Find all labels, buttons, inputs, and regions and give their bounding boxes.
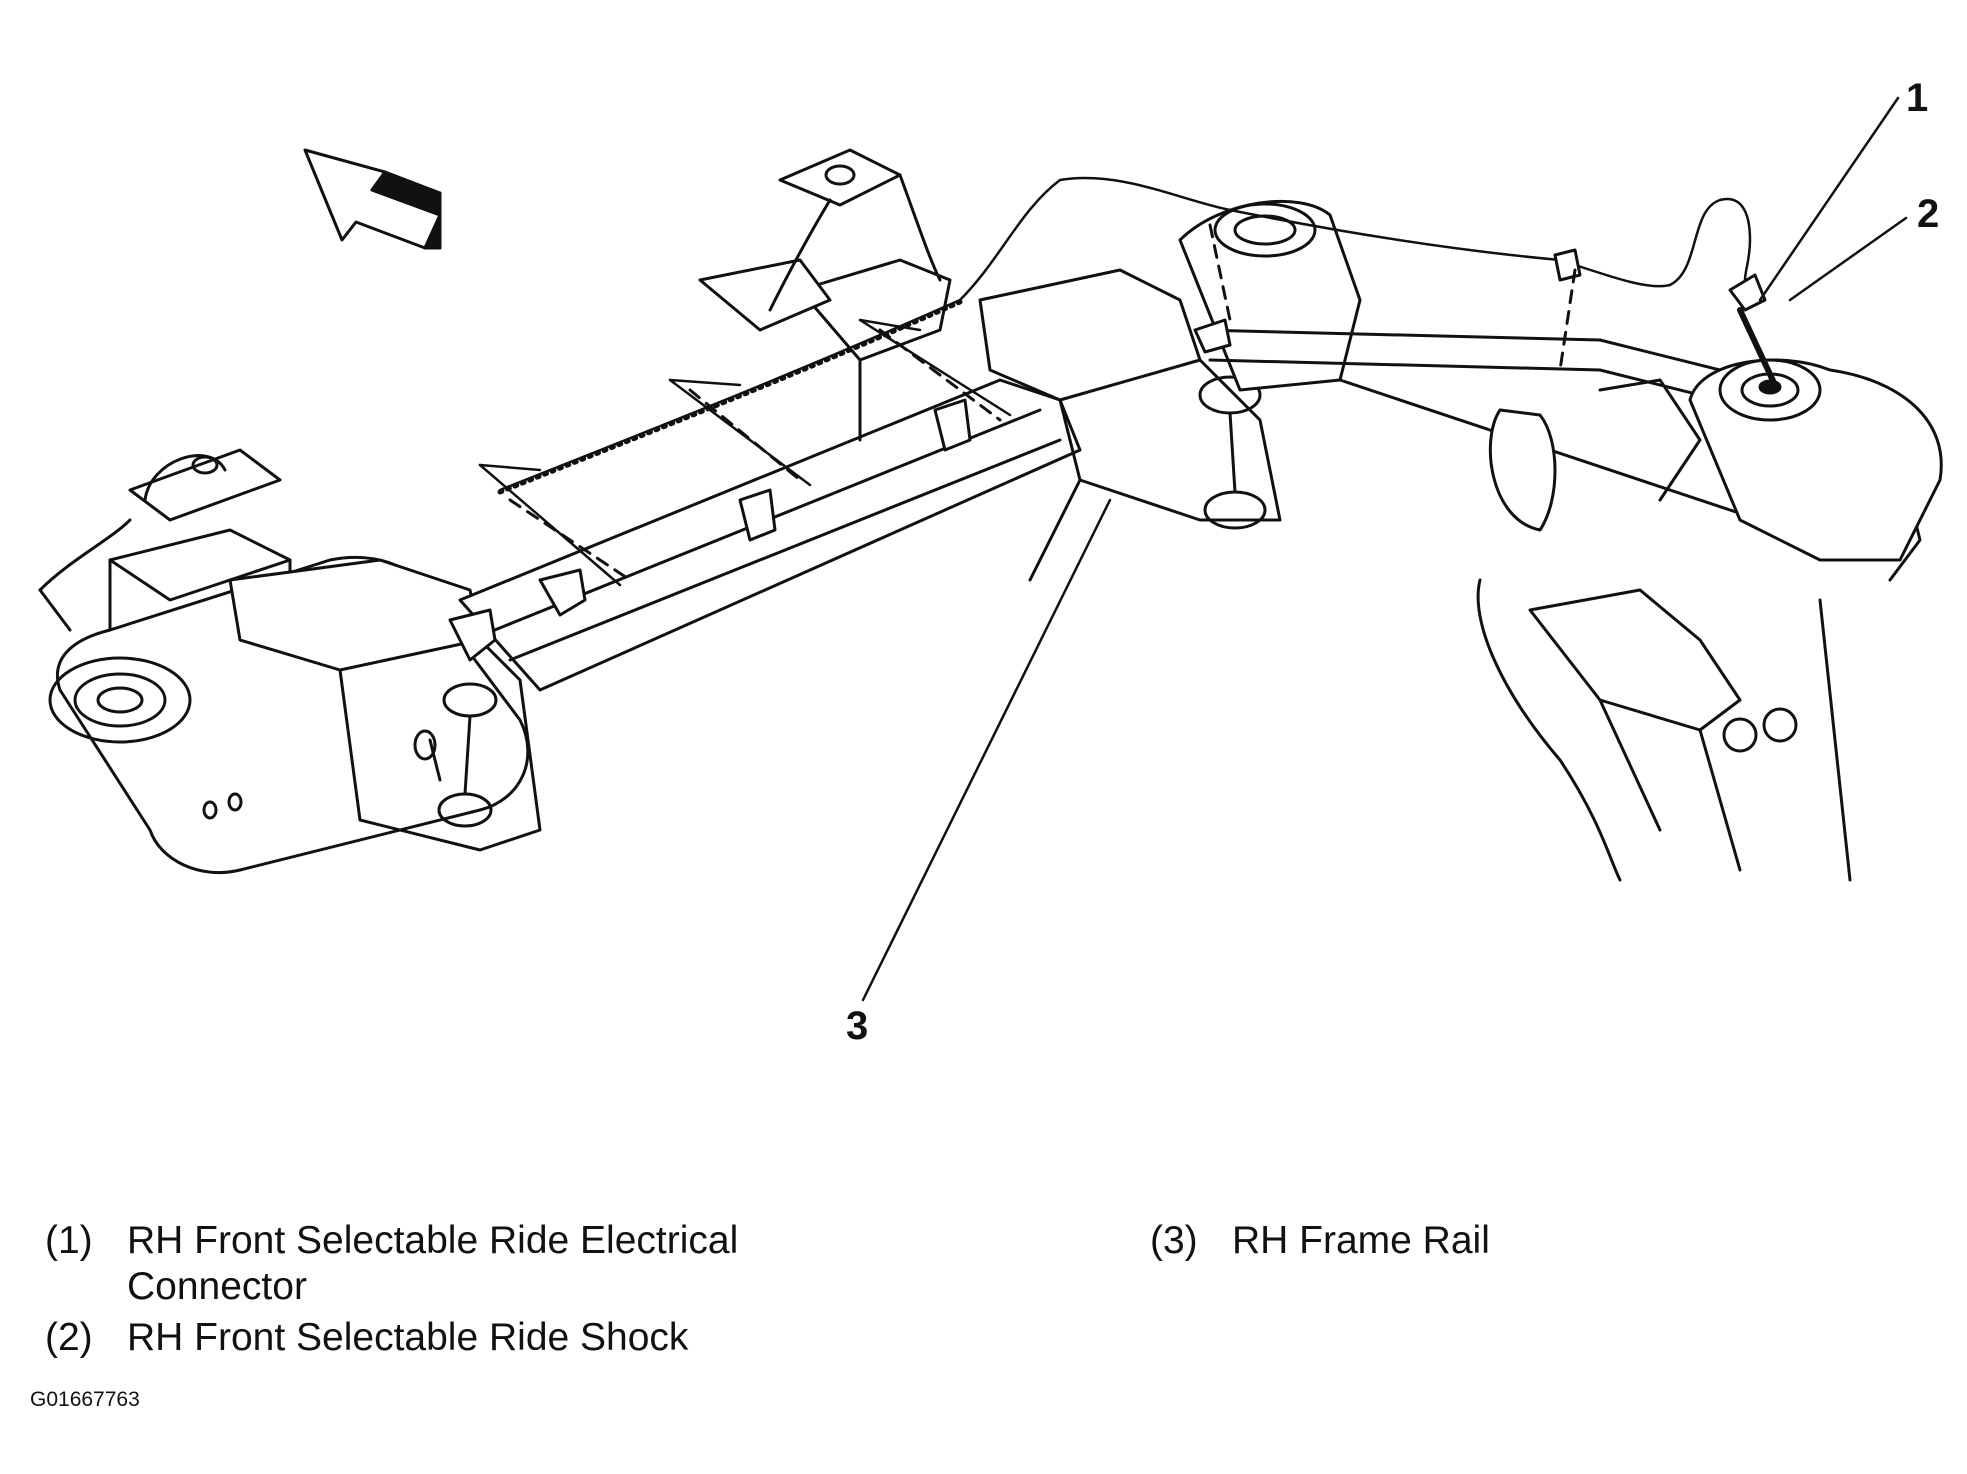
front-direction-arrow-icon xyxy=(303,148,442,250)
legend-number: (2) xyxy=(45,1316,93,1359)
cross-tube xyxy=(458,148,1082,692)
leader-lines xyxy=(861,96,1908,1002)
left-rail xyxy=(38,448,530,875)
detail-wedges xyxy=(478,318,1012,587)
left-crossmember xyxy=(228,558,542,852)
legend-number: (3) xyxy=(1150,1219,1198,1262)
legend-number: (1) xyxy=(45,1219,93,1262)
figure-id: G01667763 xyxy=(30,1388,140,1411)
callout-2: 2 xyxy=(1917,192,1940,236)
lower-bracket xyxy=(1476,578,1852,882)
callout-1: 1 xyxy=(1906,76,1929,120)
legend-text: RH Front Selectable Ride Shock xyxy=(127,1316,689,1359)
legend-text: RH Frame Rail xyxy=(1232,1219,1490,1262)
wiring-harness xyxy=(497,176,1752,495)
callout-3: 3 xyxy=(846,1004,869,1048)
harness-clips xyxy=(448,248,1582,662)
right-crossmember xyxy=(978,268,1282,582)
legend-text: RH Front Selectable Ride Electrical Conn… xyxy=(127,1219,739,1308)
shock-tower xyxy=(1688,273,1943,562)
